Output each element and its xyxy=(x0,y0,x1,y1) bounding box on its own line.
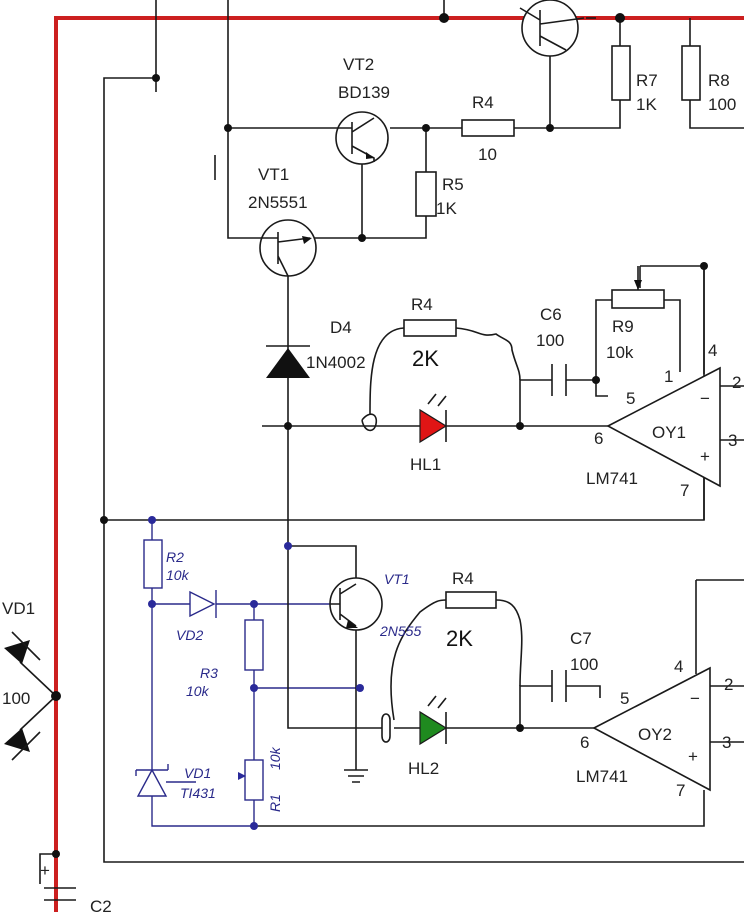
r4-low-name: R4 xyxy=(452,569,474,588)
r1-name: R1 xyxy=(267,794,283,812)
vd1-blue-name: VD1 xyxy=(184,765,211,781)
ou1-minus: − xyxy=(700,389,710,408)
vt1b-name: VT1 xyxy=(384,571,410,587)
r4-top-value: 10 xyxy=(478,145,497,164)
vd1-blue-type: TI431 xyxy=(180,785,216,801)
junction-dots xyxy=(51,13,708,858)
cap-plus: + xyxy=(40,861,50,880)
r3-value: 10k xyxy=(186,683,210,699)
diode-d4: D4 1N4002 xyxy=(266,318,366,520)
r5-value: 1K xyxy=(436,199,457,218)
r7-value: 1K xyxy=(636,95,657,114)
r9-value: 10k xyxy=(606,343,634,362)
vd1-left-name: VD1 xyxy=(2,599,35,618)
c6-name: C6 xyxy=(540,305,562,324)
r8-name: R8 xyxy=(708,71,730,90)
lower-wiring xyxy=(103,520,744,863)
ou1-pin5: 5 xyxy=(626,389,635,408)
r2-value: 10k xyxy=(166,567,190,583)
resistor-r8: R8 100 xyxy=(681,45,736,114)
ou1-type: LM741 xyxy=(586,469,638,488)
led-hl1: HL1 xyxy=(410,393,448,474)
opamp-ou1: 4 1 5 6 − + 2 3 7 OY1 LM741 xyxy=(586,266,744,520)
r4-low-value: 2K xyxy=(446,626,473,651)
r1-value: 10k xyxy=(267,746,283,770)
vd2-name: VD2 xyxy=(176,627,203,643)
zener-vd1-ti431: VD1 TI431 xyxy=(135,764,216,801)
ou2-type: LM741 xyxy=(576,767,628,786)
ou2-pin5: 5 xyxy=(620,689,629,708)
vt1-type: 2N5551 xyxy=(248,193,308,212)
resistor-r3: R3 10k xyxy=(186,619,264,699)
ou2-minus: − xyxy=(690,689,700,708)
opamp-ou2: 4 5 6 − + 2 3 7 OY2 LM741 xyxy=(576,657,744,800)
r8-value: 100 xyxy=(708,95,736,114)
ou1-pin4: 4 xyxy=(708,341,717,360)
diode-vd2: VD2 xyxy=(176,590,217,643)
supply-rail xyxy=(54,16,744,912)
ou1-pin2: 2 xyxy=(732,373,741,392)
bridge-vd1-left: VD1 100 xyxy=(2,599,57,761)
ou1-plus: + xyxy=(700,447,710,466)
capacitor-c7: C7 100 xyxy=(551,629,598,702)
transistor-top-partial xyxy=(519,0,585,57)
ou1-pin1: 1 xyxy=(664,367,673,386)
ou2-pin4: 4 xyxy=(674,657,683,676)
hl2-name: HL2 xyxy=(408,759,439,778)
ou2-plus: + xyxy=(688,747,698,766)
ou1-name: OY1 xyxy=(652,423,686,442)
capacitor-bottom-left: + C2 xyxy=(39,853,112,912)
vt2-name: VT2 xyxy=(343,55,374,74)
resistor-r4-top: R4 10 xyxy=(461,93,515,164)
led-hl2: HL2 xyxy=(408,695,448,778)
r4-mid-value: 2K xyxy=(412,346,439,371)
resistor-r4-low: R4 2K xyxy=(445,569,497,651)
d4-name: D4 xyxy=(330,318,352,337)
ou2-pin3: 3 xyxy=(722,733,731,752)
c7-value: 100 xyxy=(570,655,598,674)
capacitor-c6: C6 100 xyxy=(536,305,567,396)
d4-type: 1N4002 xyxy=(306,353,366,372)
r9-name: R9 xyxy=(612,317,634,336)
ou2-pin6: 6 xyxy=(580,733,589,752)
r4-top-name: R4 xyxy=(472,93,494,112)
resistor-r4-mid: R4 2K xyxy=(403,295,457,371)
r2-name: R2 xyxy=(166,549,184,565)
vt2-type: BD139 xyxy=(338,83,390,102)
potentiometer-r9: R9 10k xyxy=(606,266,665,362)
vt1b-type: 2N555 xyxy=(379,623,421,639)
r3-name: R3 xyxy=(200,665,218,681)
c7-name: C7 xyxy=(570,629,592,648)
r5-name: R5 xyxy=(442,175,464,194)
transistor-vt1-bottom: VT1 2N555 xyxy=(329,571,421,639)
cap-bottom-name: C2 xyxy=(90,897,112,912)
ou2-pin2: 2 xyxy=(724,675,733,694)
ground-symbol xyxy=(344,769,368,783)
resistor-r5: R5 1K xyxy=(415,171,464,218)
ou2-name: OY2 xyxy=(638,725,672,744)
transistor-vt1-top: VT1 2N5551 xyxy=(248,165,317,277)
ou1-pin6: 6 xyxy=(594,429,603,448)
ou1-pin3: 3 xyxy=(728,431,737,450)
resistor-r7: R7 1K xyxy=(611,45,658,114)
c6-value: 100 xyxy=(536,331,564,350)
vd1-left-value: 100 xyxy=(2,689,30,708)
hl1-name: HL1 xyxy=(410,455,441,474)
ou2-pin7: 7 xyxy=(676,781,685,800)
transistor-vt2: VT2 BD139 xyxy=(335,55,390,165)
ou1-pin7: 7 xyxy=(680,481,689,500)
r4-mid-name: R4 xyxy=(411,295,433,314)
resistor-r2: R2 10k xyxy=(143,539,190,589)
potentiometer-r1: R1 10k xyxy=(238,746,283,812)
vt1-name: VT1 xyxy=(258,165,289,184)
r7-name: R7 xyxy=(636,71,658,90)
